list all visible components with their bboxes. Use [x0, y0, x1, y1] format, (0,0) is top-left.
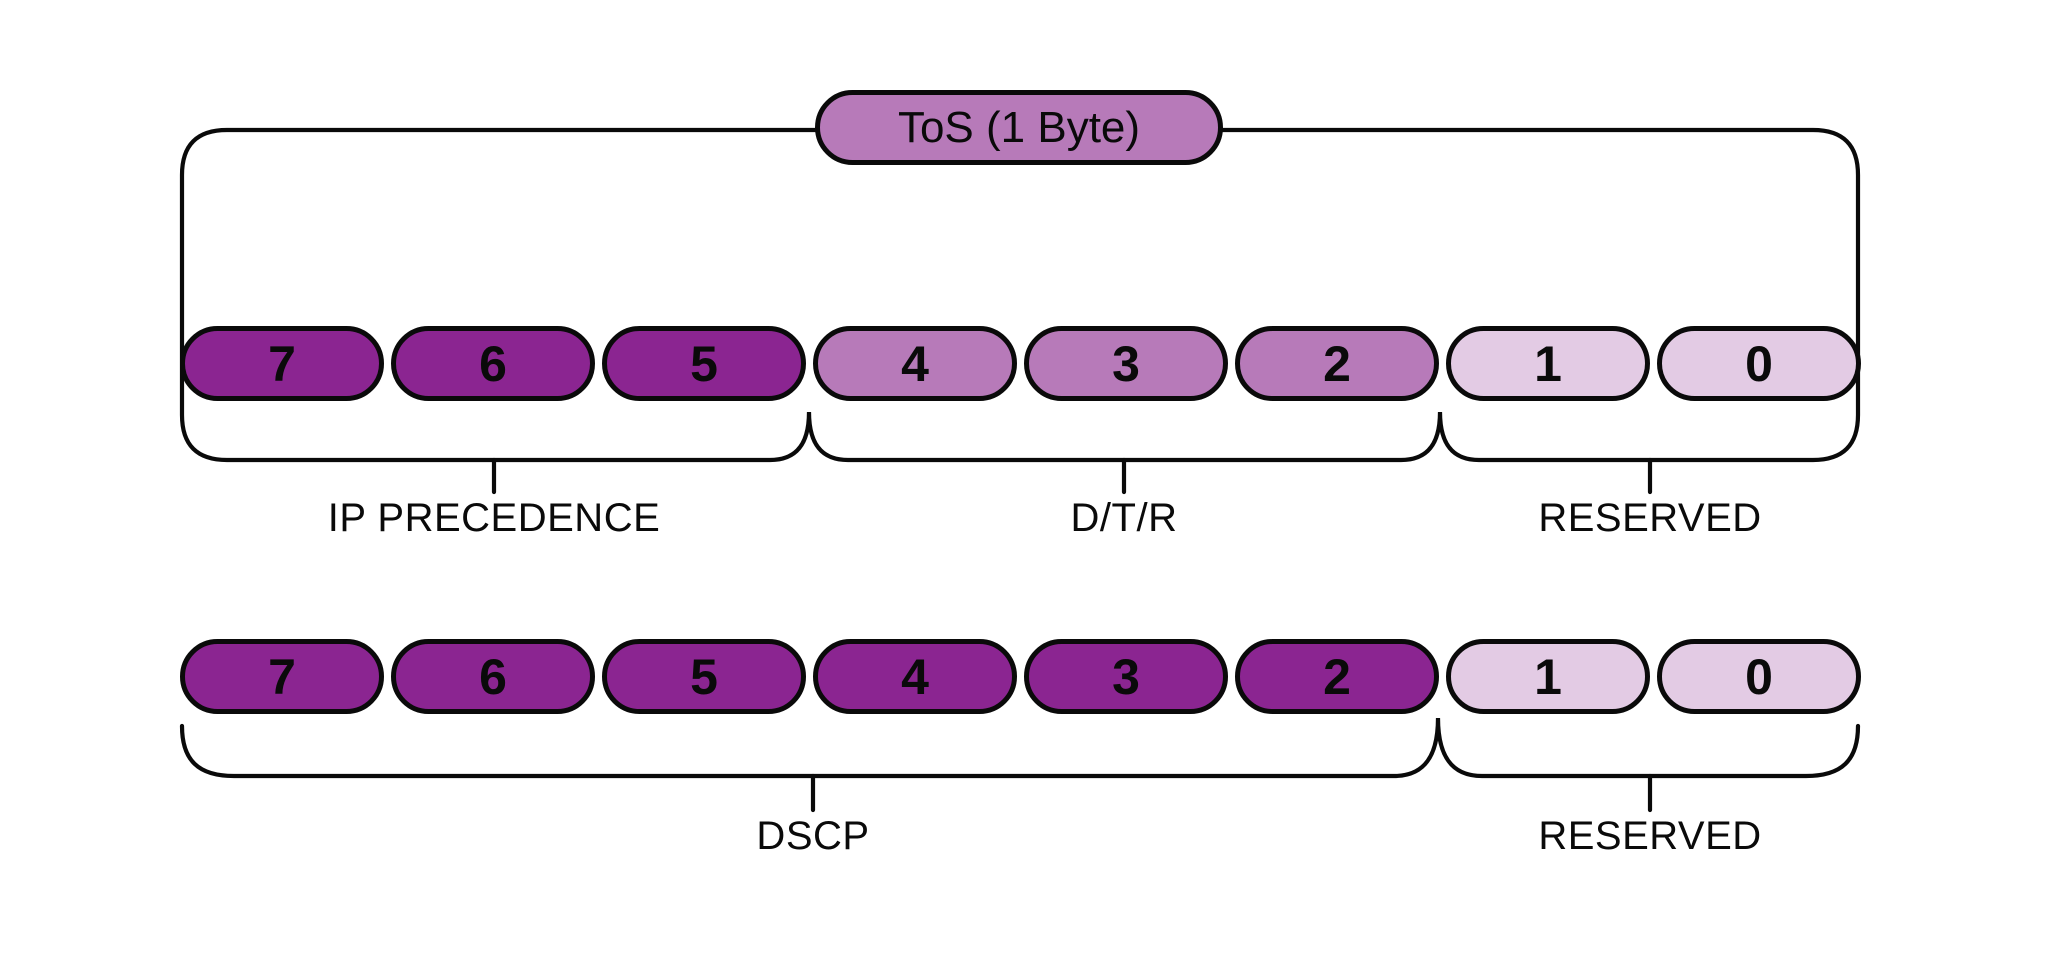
tos-bit-7: 7 — [180, 326, 384, 401]
dscp-bit-1: 1 — [1446, 639, 1650, 714]
tos-byte-bracket-with-braces — [179, 127, 1861, 463]
row1-label-ticks — [491, 457, 1653, 495]
tos-bit-2: 2 — [1235, 326, 1439, 401]
reserved-label-row1: RESERVED — [1538, 496, 1762, 540]
tos-bit-1: 1 — [1446, 326, 1650, 401]
dscp-bit-5: 5 — [602, 639, 806, 714]
tos-bit-0: 0 — [1657, 326, 1861, 401]
dscp-label: DSCP — [756, 814, 870, 858]
dscp-bit-row: 7 6 5 4 3 2 1 0 — [0, 639, 2048, 714]
ip-precedence-label: IP PRECEDENCE — [327, 496, 661, 540]
tos-byte-pill: ToS (1 Byte) — [815, 90, 1223, 165]
tos-bit-5: 5 — [602, 326, 806, 401]
tos-bit-3: 3 — [1024, 326, 1228, 401]
dtr-label: D/T/R — [1070, 496, 1178, 540]
dscp-bit-3: 3 — [1024, 639, 1228, 714]
dscp-bit-7: 7 — [180, 639, 384, 714]
tos-bit-6: 6 — [391, 326, 595, 401]
tos-bit-row: 7 6 5 4 3 2 1 0 — [0, 326, 2048, 401]
dscp-bit-6: 6 — [391, 639, 595, 714]
tos-byte-label: ToS (1 Byte) — [897, 102, 1141, 152]
reserved-label-row2: RESERVED — [1538, 814, 1762, 858]
tos-bit-4: 4 — [813, 326, 1017, 401]
dscp-bit-2: 2 — [1235, 639, 1439, 714]
dscp-row-braces — [179, 717, 1861, 779]
row2-label-ticks — [810, 773, 1653, 813]
dscp-bit-0: 0 — [1657, 639, 1861, 714]
dscp-bit-4: 4 — [813, 639, 1017, 714]
